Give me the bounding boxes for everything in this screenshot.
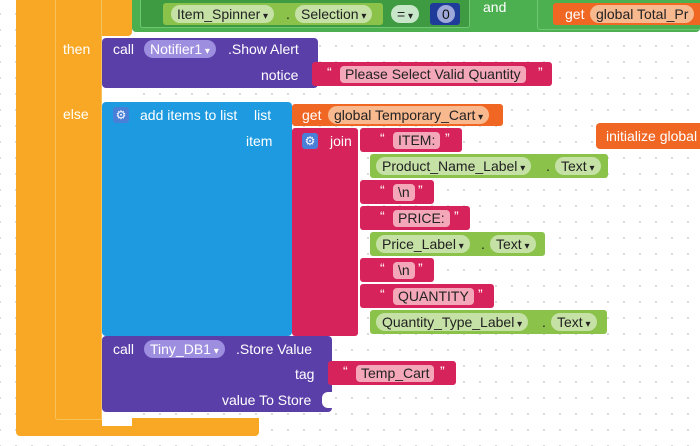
- variable-dropdown[interactable]: global Total_Pr: [590, 5, 695, 23]
- notice-string-block[interactable]: “ Please Select Valid Quantity ”: [312, 62, 552, 86]
- property-dropdown[interactable]: Selection: [295, 5, 373, 23]
- tag-text[interactable]: Temp_Cart: [356, 365, 435, 382]
- empty-value-socket[interactable]: [322, 392, 332, 408]
- then-label: then: [63, 41, 91, 57]
- product-name-dropdown[interactable]: Product_Name_Label: [376, 157, 532, 175]
- list-get-label: get: [302, 107, 322, 123]
- call-label: call: [113, 41, 135, 57]
- notice-label: notice: [261, 67, 299, 83]
- notice-text[interactable]: Please Select Valid Quantity: [340, 66, 526, 83]
- if-block-top: [102, 0, 132, 36]
- and-label: and: [483, 0, 507, 15]
- item-label: item: [246, 133, 273, 149]
- value-to-store-label: value To Store: [222, 392, 312, 408]
- join-text-item[interactable]: “ ITEM: ”: [360, 128, 462, 152]
- get-label: get: [565, 6, 585, 22]
- join-quantity-text[interactable]: “ QUANTITY ”: [360, 284, 494, 308]
- operator-dropdown[interactable]: =: [391, 5, 419, 23]
- tag-string-block[interactable]: “ Temp_Cart ”: [328, 361, 456, 385]
- join-price-text[interactable]: “ PRICE: ”: [360, 206, 470, 230]
- product-text-dropdown[interactable]: Text: [555, 157, 601, 175]
- add-items-block[interactable]: [102, 102, 292, 336]
- quantity-dropdown[interactable]: Quantity_Type_Label: [376, 313, 529, 331]
- join-newline-1[interactable]: “ \n ”: [360, 180, 434, 204]
- method-label: .Show Alert: [228, 41, 299, 57]
- tinydb-call-label: call: [113, 341, 135, 357]
- tinydb-method-label: .Store Value: [236, 341, 313, 357]
- initialize-global-label: initialize global: [606, 128, 698, 144]
- price-text-dropdown[interactable]: Text: [490, 235, 536, 253]
- join-block[interactable]: [292, 128, 358, 336]
- list-variable-dropdown[interactable]: global Temporary_Cart: [328, 106, 490, 124]
- number-value[interactable]: 0: [437, 5, 455, 23]
- mutator-gear-icon[interactable]: ⚙: [113, 107, 129, 123]
- total-getter-wrap: [537, 0, 700, 30]
- dot-separator: .: [286, 6, 290, 22]
- add-items-label: add items to list: [140, 107, 238, 123]
- tag-label: tag: [295, 366, 315, 382]
- notifier-component-dropdown[interactable]: Notifier1: [144, 40, 216, 58]
- join-gear-icon[interactable]: ⚙: [302, 133, 318, 149]
- component-dropdown[interactable]: Item_Spinner: [171, 5, 275, 23]
- else-label: else: [63, 106, 89, 122]
- join-newline-2[interactable]: “ \n ”: [360, 258, 434, 282]
- initialize-global-block[interactable]: [596, 123, 700, 149]
- quantity-text-dropdown[interactable]: Text: [551, 313, 597, 331]
- if-block-inner-left: [55, 0, 102, 420]
- tinydb-component-dropdown[interactable]: Tiny_DB1: [144, 340, 225, 358]
- price-dropdown[interactable]: Price_Label: [376, 235, 470, 253]
- list-label: list: [254, 107, 272, 123]
- join-label: join: [330, 133, 352, 149]
